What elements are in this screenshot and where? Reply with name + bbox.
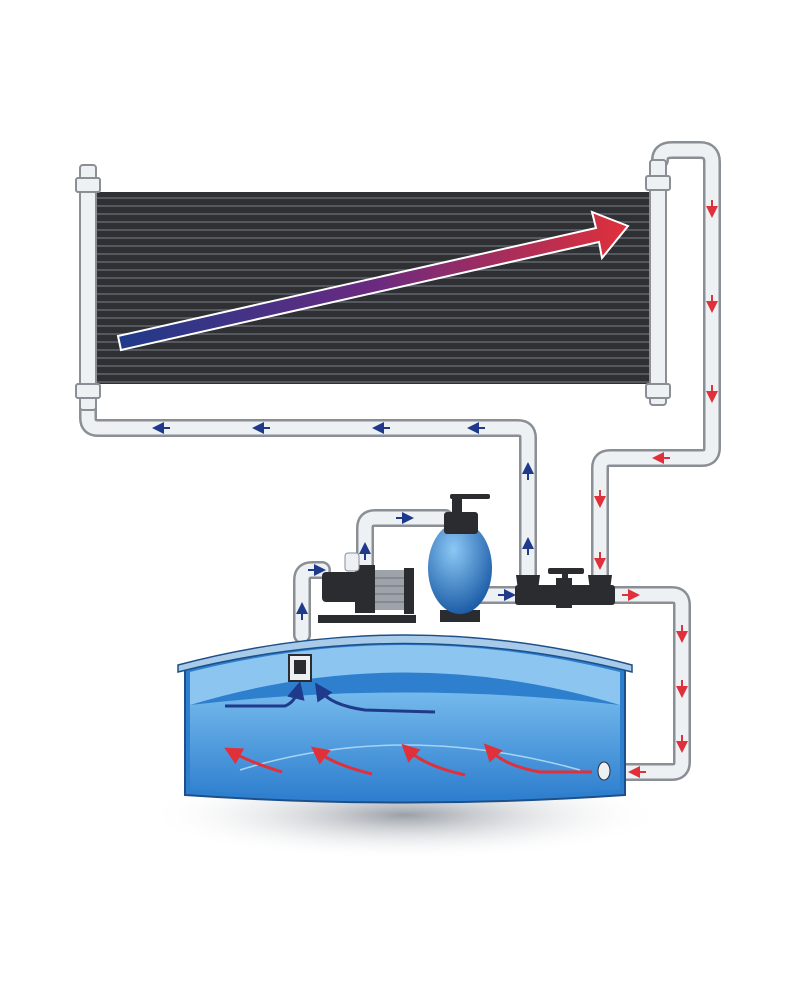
heating-gradient-arrow <box>116 210 630 352</box>
solar-panel <box>75 159 671 411</box>
return-jet <box>597 761 611 781</box>
flow-arrows <box>152 200 718 778</box>
left-header <box>79 164 97 411</box>
valve-assembly <box>515 568 615 608</box>
pool <box>177 634 633 804</box>
pool-flow-arrows <box>224 681 592 777</box>
sand-filter <box>428 494 492 622</box>
pump <box>318 552 416 623</box>
pool-rim <box>177 634 633 673</box>
pipes <box>79 141 721 781</box>
right-header <box>649 159 667 406</box>
